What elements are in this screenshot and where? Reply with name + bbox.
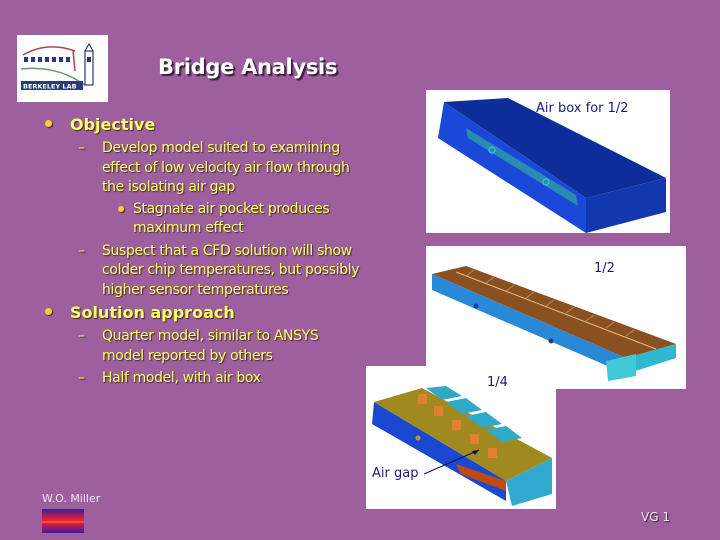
bullet-list: Objective – Develop model suited to exam…: [44, 112, 364, 389]
sub-sub-bullet: Stagnate air pocket produces maximum eff…: [44, 200, 364, 239]
slide-title: Bridge Analysis: [158, 55, 338, 79]
sub-bullet-text: Quarter model, similar to ANSYS model re…: [102, 328, 319, 364]
sub-bullet: – Half model, with air box: [44, 369, 364, 389]
figure-caption: 1/4: [487, 375, 508, 390]
dash-icon: –: [78, 370, 85, 386]
sub-bullet: – Suspect that a CFD solution will show …: [44, 242, 364, 301]
figure-air-box: Air box for 1/2: [426, 90, 670, 233]
sub-bullet-text: Develop model suited to examining effect…: [102, 140, 350, 195]
footer-author: W.O. Miller: [42, 492, 101, 505]
sub-bullet-text: Suspect that a CFD solution will show co…: [102, 242, 360, 298]
quarter-model-render: [372, 386, 552, 506]
air-gap-label: Air gap: [372, 466, 419, 481]
bullet-dot-icon: [45, 120, 52, 127]
air-box-render: [438, 98, 666, 233]
sub-sub-bullet-text: Stagnate air pocket produces maximum eff…: [133, 200, 330, 237]
footer-logo-icon: [42, 509, 84, 533]
half-model-render: [432, 266, 676, 381]
dash-icon: –: [78, 140, 85, 156]
bullet-dot-icon: [118, 205, 124, 212]
bullet-solution-approach: Solution approach: [44, 302, 364, 324]
sub-bullet: – Develop model suited to examining effe…: [44, 139, 364, 198]
bullet-dot-icon: [45, 308, 52, 315]
sub-bullet: – Quarter model, similar to ANSYS model …: [44, 327, 364, 366]
dash-icon: –: [78, 242, 85, 259]
berkeley-lab-logo: BERKELEY LAB: [17, 35, 108, 102]
figure-half-model: 1/2: [426, 246, 686, 389]
figure-caption: Air box for 1/2: [536, 101, 629, 116]
bullet-label: Solution approach: [70, 303, 235, 322]
page-number: VG 1: [641, 510, 670, 524]
figure-quarter-model: 1/4 Air gap: [366, 366, 556, 509]
svg-text:BERKELEY LAB: BERKELEY LAB: [23, 83, 77, 91]
sub-bullet-text: Half model, with air box: [102, 370, 261, 386]
bullet-objective: Objective: [44, 114, 364, 136]
dash-icon: –: [78, 328, 85, 344]
figure-caption: 1/2: [594, 261, 615, 276]
bullet-label: Objective: [70, 115, 156, 134]
